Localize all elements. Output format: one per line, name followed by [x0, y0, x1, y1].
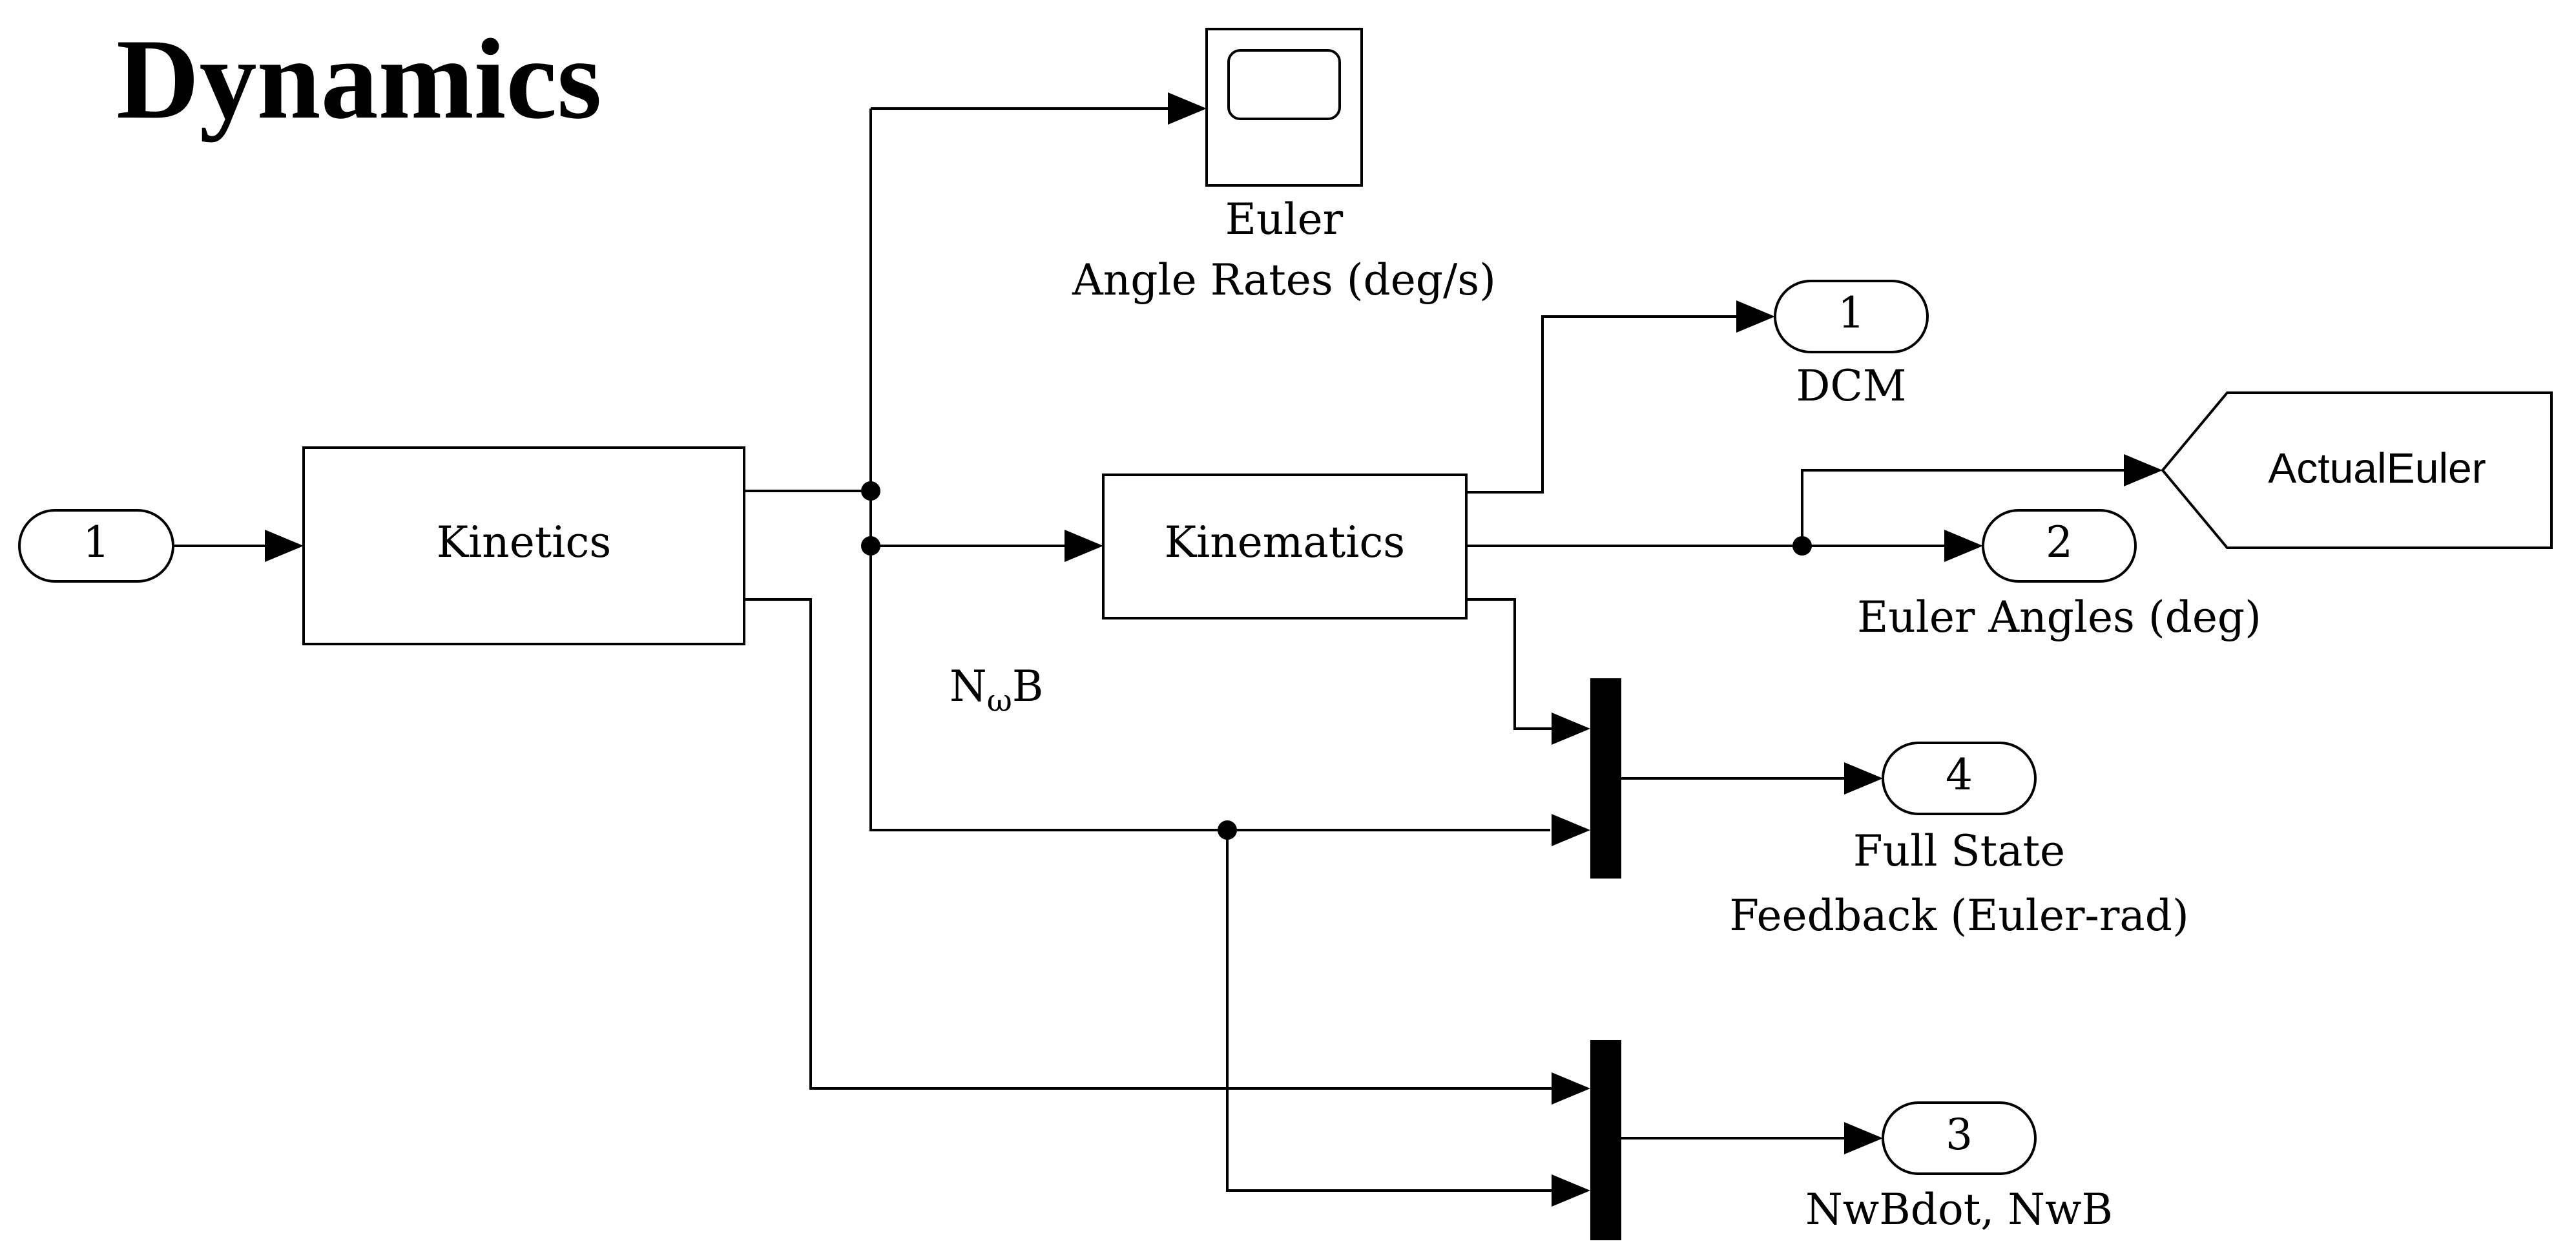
- outport-4-label-line2: Feedback (Euler-rad): [1729, 891, 2188, 941]
- arrow-dcm-input: [1736, 300, 1775, 333]
- outport-1-number: 1: [1838, 288, 1865, 338]
- arrow-euler-input: [1944, 530, 1983, 562]
- inport-1[interactable]: [18, 509, 174, 583]
- arrow-out3-input: [1844, 1122, 1883, 1154]
- arrow-kinematics-input: [1065, 530, 1103, 562]
- outport-3-nwbdot[interactable]: [1882, 1101, 2037, 1175]
- signal-label-nwb: NωB: [950, 661, 1043, 719]
- junction-dot: [1792, 536, 1812, 556]
- scope-screen-icon: [1227, 49, 1341, 120]
- kinematics-block[interactable]: [1102, 473, 1468, 619]
- diagram-title: Dynamics: [116, 15, 602, 143]
- arrow-fullstate-mux-in2: [1552, 814, 1590, 846]
- arrow-nwb-mux-in1: [1552, 1072, 1590, 1105]
- arrow-out4-input: [1844, 762, 1883, 795]
- outport-3-label: NwBdot, NwB: [1805, 1185, 2113, 1234]
- outport-2-euler[interactable]: [1982, 509, 2137, 583]
- outport-4-label-line1: Full State: [1853, 826, 2065, 876]
- arrow-scope-input: [1168, 92, 1207, 125]
- junction-dot: [861, 481, 880, 501]
- mux-fullstate[interactable]: [1590, 678, 1621, 879]
- kinetics-label: Kinetics: [437, 517, 611, 567]
- inport-1-number: 1: [83, 517, 110, 567]
- goto-tag-label: ActualEuler: [2268, 444, 2486, 492]
- outport-3-number: 3: [1946, 1110, 1973, 1160]
- junction-dot: [861, 536, 880, 556]
- mux-nwb[interactable]: [1590, 1040, 1621, 1240]
- arrow-kinetics-input: [265, 530, 304, 562]
- scope-label-line1: Euler: [1225, 194, 1344, 244]
- arrow-goto-input: [2124, 454, 2163, 486]
- wire-kinematics-dcm: [1466, 315, 1744, 494]
- kinetics-block[interactable]: [302, 446, 745, 645]
- junction-dot: [1218, 820, 1237, 840]
- scope-label-line2: Angle Rates (deg/s): [1072, 255, 1496, 305]
- wire-to-goto: [1801, 469, 2125, 546]
- goto-block-actualeuler[interactable]: [2161, 391, 2553, 549]
- wire-kinematics-euler-rad: [1466, 598, 1553, 730]
- arrow-nwb-mux-in2: [1552, 1174, 1590, 1207]
- arrow-fullstate-mux-in1: [1552, 713, 1590, 745]
- wire-nwb-to-mux2: [1226, 830, 1553, 1192]
- outport-2-number: 2: [2046, 517, 2073, 567]
- outport-2-label: Euler Angles (deg): [1857, 592, 2261, 642]
- outport-4-number: 4: [1946, 750, 1973, 800]
- kinematics-label: Kinematics: [1165, 517, 1405, 567]
- wire-nwb-trunk: [869, 109, 1550, 831]
- wire-kinetics-nwbdot: [744, 598, 1553, 1090]
- outport-1-label: DCM: [1796, 361, 1907, 411]
- outport-4-fullstate[interactable]: [1882, 742, 2037, 815]
- outport-1-dcm[interactable]: [1774, 280, 1929, 353]
